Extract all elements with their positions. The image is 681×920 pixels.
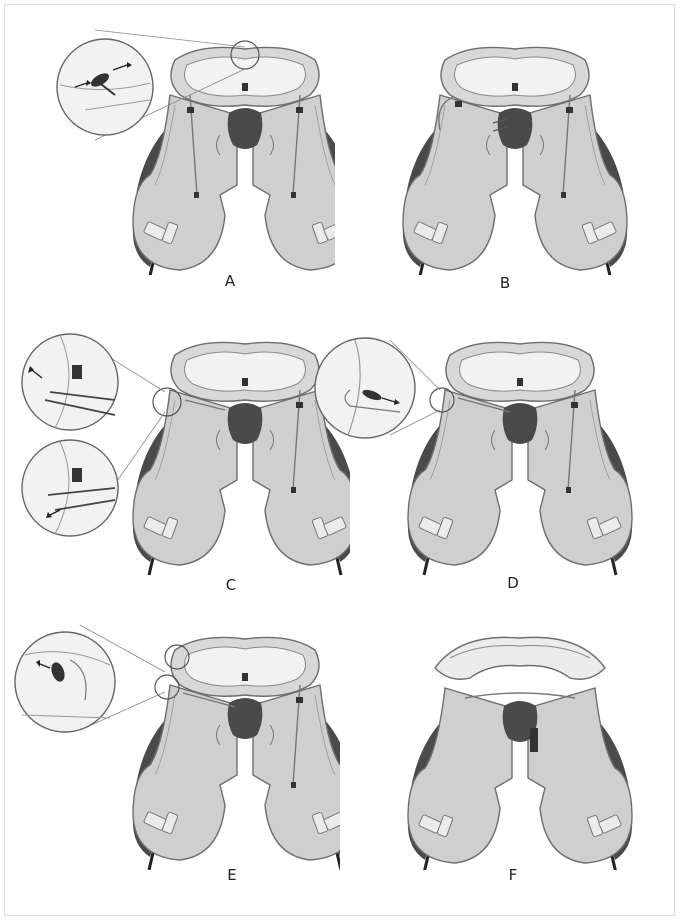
saddle-illustration-d — [310, 320, 650, 580]
diagram-panel-d — [310, 320, 650, 580]
diagram-panel-b — [385, 25, 645, 275]
saddle-illustration-f — [395, 620, 645, 870]
saddle-illustration-b — [385, 25, 645, 275]
diagram-panel-c — [20, 320, 350, 580]
diagram-panel-f — [395, 620, 645, 870]
panel-label-e: E — [217, 866, 247, 884]
panel-label-f: F — [498, 866, 528, 884]
saddle-illustration-e — [10, 620, 340, 870]
saddle-illustration-a — [55, 25, 335, 275]
panel-label-d: D — [498, 574, 528, 592]
saddle-illustration-c — [20, 320, 350, 580]
diagram-panel-e — [10, 620, 340, 870]
panel-label-c: C — [216, 576, 246, 594]
panel-label-b: B — [490, 274, 520, 292]
diagram-panel-a — [55, 25, 335, 275]
panel-label-a: A — [215, 272, 245, 290]
